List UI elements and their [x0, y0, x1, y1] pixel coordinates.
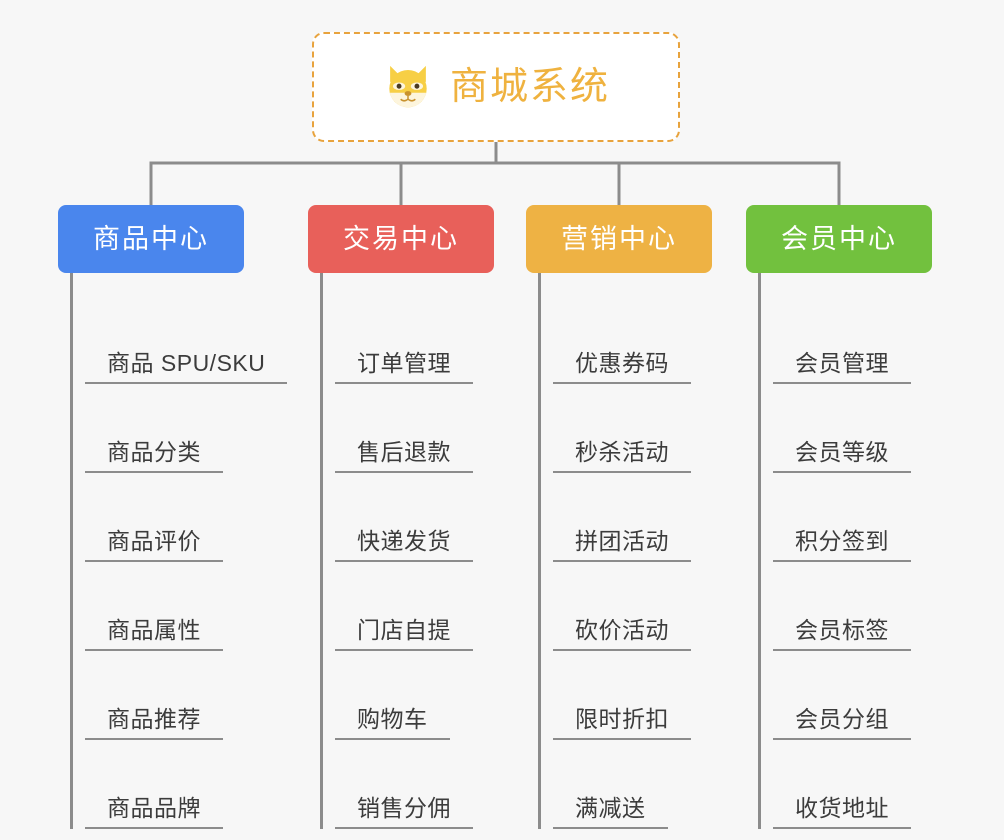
branch-column-1: 商品中心商品 SPU/SKU 商品分类商品评价商品属性商品推荐商品品牌 [58, 205, 288, 829]
leaf-item[interactable]: 会员标签 [773, 562, 932, 651]
leaf-label: 会员管理 [795, 349, 889, 376]
leaf-item[interactable]: 售后退款 [335, 384, 494, 473]
leaf-underline: 门店自提 [335, 617, 473, 651]
branch-column-4: 会员中心会员管理会员等级积分签到会员标签会员分组收货地址 [746, 205, 932, 829]
leaf-item[interactable]: 满减送 [553, 740, 712, 829]
leaf-label: 商品品牌 [107, 794, 201, 821]
shiba-dog-face-icon [389, 65, 427, 108]
leaf-underline: 商品品牌 [85, 795, 223, 829]
leaf-underline: 快递发货 [335, 528, 473, 562]
leaf-underline: 收货地址 [773, 795, 911, 829]
leaf-item[interactable]: 砍价活动 [553, 562, 712, 651]
leaf-underline: 商品分类 [85, 439, 223, 473]
root-node[interactable]: 商城系统 [312, 32, 680, 142]
leaf-item[interactable]: 会员管理 [773, 295, 932, 384]
leaf-item[interactable]: 商品推荐 [85, 651, 244, 740]
leaf-underline: 砍价活动 [553, 617, 691, 651]
leaf-label: 商品推荐 [107, 705, 201, 732]
leaf-underline: 优惠券码 [553, 350, 691, 384]
leaf-underline: 购物车 [335, 706, 450, 740]
category-box-1[interactable]: 商品中心 [58, 205, 244, 273]
category-label: 交易中心 [343, 223, 459, 254]
leaf-label: 会员标签 [795, 616, 889, 643]
leaf-underline: 订单管理 [335, 350, 473, 384]
category-box-3[interactable]: 营销中心 [526, 205, 712, 273]
category-label: 营销中心 [561, 223, 677, 254]
leaf-underline: 限时折扣 [553, 706, 691, 740]
leaf-label: 商品属性 [107, 616, 201, 643]
leaf-item[interactable]: 快递发货 [335, 473, 494, 562]
leaf-underline: 商品属性 [85, 617, 223, 651]
leaf-label: 会员等级 [795, 438, 889, 465]
leaf-item[interactable]: 门店自提 [335, 562, 494, 651]
leaf-item[interactable]: 商品评价 [85, 473, 244, 562]
leaf-item[interactable]: 收货地址 [773, 740, 932, 829]
leaf-label: 商品分类 [107, 438, 201, 465]
leaf-item[interactable]: 积分签到 [773, 473, 932, 562]
leaf-underline: 秒杀活动 [553, 439, 691, 473]
leaf-label: 快递发货 [357, 527, 451, 554]
leaf-label: 收货地址 [795, 794, 889, 821]
leaf-item[interactable]: 商品 SPU/SKU [85, 295, 288, 384]
leaf-label: 拼团活动 [575, 527, 669, 554]
leaf-item[interactable]: 限时折扣 [553, 651, 712, 740]
leaf-underline: 会员管理 [773, 350, 911, 384]
leaf-label: 砍价活动 [575, 616, 669, 643]
category-box-4[interactable]: 会员中心 [746, 205, 932, 273]
leaf-list-1: 商品 SPU/SKU 商品分类商品评价商品属性商品推荐商品品牌 [70, 273, 288, 829]
leaf-underline: 会员分组 [773, 706, 911, 740]
leaf-underline: 销售分佣 [335, 795, 473, 829]
leaf-underline: 积分签到 [773, 528, 911, 562]
leaf-label: 商品 SPU/SKU [107, 349, 266, 376]
leaf-underline: 会员标签 [773, 617, 911, 651]
branch-column-3: 营销中心优惠券码秒杀活动拼团活动砍价活动限时折扣满减送 [526, 205, 712, 829]
leaf-underline: 满减送 [553, 795, 668, 829]
leaf-item[interactable]: 商品品牌 [85, 740, 244, 829]
leaf-label: 优惠券码 [575, 349, 669, 376]
leaf-item[interactable]: 销售分佣 [335, 740, 494, 829]
leaf-item[interactable]: 会员等级 [773, 384, 932, 473]
category-label: 会员中心 [781, 223, 897, 254]
leaf-item[interactable]: 拼团活动 [553, 473, 712, 562]
leaf-item[interactable]: 优惠券码 [553, 295, 712, 384]
leaf-underline: 商品评价 [85, 528, 223, 562]
leaf-item[interactable]: 商品分类 [85, 384, 244, 473]
leaf-underline: 会员等级 [773, 439, 911, 473]
leaf-label: 购物车 [357, 705, 428, 732]
leaf-label: 限时折扣 [575, 705, 669, 732]
leaf-list-2: 订单管理售后退款快递发货门店自提购物车销售分佣 [320, 273, 494, 829]
leaf-item[interactable]: 会员分组 [773, 651, 932, 740]
leaf-label: 积分签到 [795, 527, 889, 554]
leaf-list-3: 优惠券码秒杀活动拼团活动砍价活动限时折扣满减送 [538, 273, 712, 829]
root-title: 商城系统 [449, 66, 610, 108]
leaf-underline: 售后退款 [335, 439, 473, 473]
leaf-list-4: 会员管理会员等级积分签到会员标签会员分组收货地址 [758, 273, 932, 829]
leaf-label: 售后退款 [357, 438, 451, 465]
branch-column-2: 交易中心订单管理售后退款快递发货门店自提购物车销售分佣 [308, 205, 494, 829]
category-box-2[interactable]: 交易中心 [308, 205, 494, 273]
leaf-item[interactable]: 商品属性 [85, 562, 244, 651]
leaf-underline: 拼团活动 [553, 528, 691, 562]
category-label: 商品中心 [93, 223, 209, 254]
leaf-item[interactable]: 订单管理 [335, 295, 494, 384]
leaf-item[interactable]: 秒杀活动 [553, 384, 712, 473]
leaf-underline: 商品 SPU/SKU [85, 349, 288, 384]
leaf-underline: 商品推荐 [85, 706, 223, 740]
leaf-label: 销售分佣 [357, 794, 451, 821]
leaf-label: 会员分组 [795, 705, 889, 732]
leaf-label: 商品评价 [107, 527, 201, 554]
leaf-label: 订单管理 [357, 349, 451, 376]
leaf-label: 秒杀活动 [575, 438, 669, 465]
leaf-item[interactable]: 购物车 [335, 651, 494, 740]
leaf-label: 满减送 [575, 794, 646, 821]
leaf-label: 门店自提 [357, 616, 451, 643]
